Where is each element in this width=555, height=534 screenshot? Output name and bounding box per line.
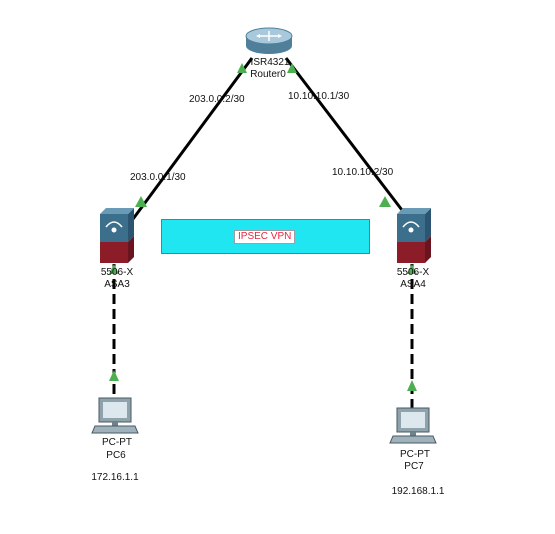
asa3-name-label: ASA3 — [104, 279, 130, 290]
vpn-label: IPSEC VPN — [234, 230, 296, 244]
asa3-model-label: 5506-X — [100, 267, 134, 278]
pc-icon[interactable] — [389, 407, 437, 444]
asa4-name-label: ASA4 — [400, 279, 426, 290]
pc7-model-label: PC-PT — [400, 449, 430, 460]
link-up-indicator — [237, 63, 247, 73]
link-up-indicator — [109, 264, 119, 274]
router-name-label: Router0 — [250, 69, 286, 80]
link-label-router-asa3-router-end: 203.0.0.2/30 — [189, 94, 245, 105]
link-label-router-asa4-asa-end: 10.10.10.2/30 — [332, 167, 394, 178]
pc6-ip-label: 172.16.1.1 — [91, 472, 139, 483]
link-label-router-asa4-router-end: 10.10.10.1/30 — [288, 91, 350, 102]
link-up-indicator — [407, 264, 417, 274]
firewall-icon[interactable] — [397, 208, 431, 263]
link-up-indicator — [109, 370, 119, 381]
link-up-indicator — [287, 63, 297, 73]
link-up-indicator — [407, 380, 417, 391]
asa4-model-label: 5506-X — [396, 267, 430, 278]
link-up-indicator — [379, 196, 391, 207]
link-router-asa3[interactable] — [131, 57, 254, 220]
link-router-asa4[interactable] — [284, 57, 407, 215]
pc7-name-label: PC7 — [404, 461, 424, 472]
link-label-router-asa3-asa-end: 203.0.0.1/30 — [130, 172, 186, 183]
link-up-indicator — [135, 196, 147, 207]
pc6-name-label: PC6 — [106, 450, 126, 461]
pc7-ip-label: 192.168.1.1 — [391, 486, 445, 497]
router-model-label: ISR4321 — [250, 57, 290, 68]
firewall-icon[interactable] — [100, 208, 134, 263]
router-icon[interactable] — [245, 27, 293, 54]
pc-icon[interactable] — [91, 397, 139, 434]
pc6-model-label: PC-PT — [102, 437, 132, 448]
